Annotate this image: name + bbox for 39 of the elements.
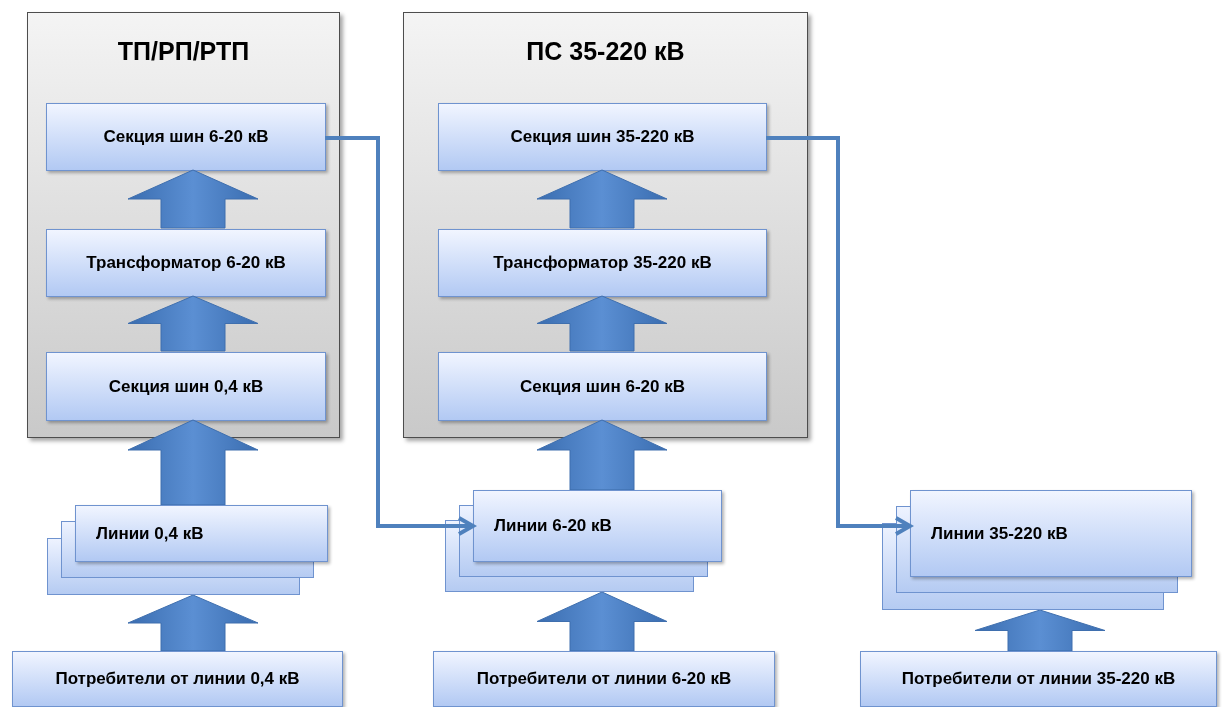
box-label: Секция шин 0,4 кВ: [107, 375, 265, 398]
box-label: Потребители от линии 0,4 кВ: [54, 668, 301, 690]
box-label: Трансформатор 6-20 кВ: [85, 252, 287, 274]
group-panel: [403, 12, 808, 438]
process-box: [46, 352, 326, 421]
panel-title: ПС 35-220 кВ: [525, 36, 686, 67]
box-label: Линии 35-220 кВ: [930, 522, 1069, 545]
box-label: Секция шин 6-20 кВ: [519, 375, 686, 398]
block-arrow: [127, 594, 259, 652]
box-label: Трансформатор 35-220 кВ: [492, 252, 713, 274]
process-box: [438, 352, 767, 421]
box-label: Потребители от линии 6-20 кВ: [475, 668, 733, 690]
connector-arrow: [325, 136, 475, 536]
block-arrow: [536, 419, 668, 491]
block-arrow: [127, 295, 259, 352]
box-label: Секция шин 6-20 кВ: [102, 126, 270, 148]
box-label: Линии 6-20 кВ: [493, 515, 613, 537]
process-box: [438, 229, 767, 297]
box-label: Потребители от линии 35-220 кВ: [900, 668, 1177, 690]
panel-title: ТП/РП/РТП: [116, 36, 251, 67]
process-box: [438, 103, 767, 171]
block-arrow: [127, 169, 259, 229]
process-box: [910, 490, 1192, 577]
block-arrow: [974, 609, 1106, 652]
connector-arrow: [766, 136, 912, 536]
group-panel: [27, 12, 340, 438]
box-label: Секция шин 35-220 кВ: [509, 126, 696, 148]
block-arrow: [127, 419, 259, 506]
box-label: Линии 0,4 кВ: [95, 522, 205, 545]
process-box: [433, 651, 775, 707]
process-box: [12, 651, 343, 707]
block-arrow: [536, 169, 668, 229]
process-box: [46, 103, 326, 171]
process-box: [473, 490, 722, 562]
process-box: [860, 651, 1217, 707]
process-box: [75, 505, 328, 562]
block-arrow: [536, 295, 668, 352]
block-arrow: [536, 591, 668, 652]
process-box: [46, 229, 326, 297]
